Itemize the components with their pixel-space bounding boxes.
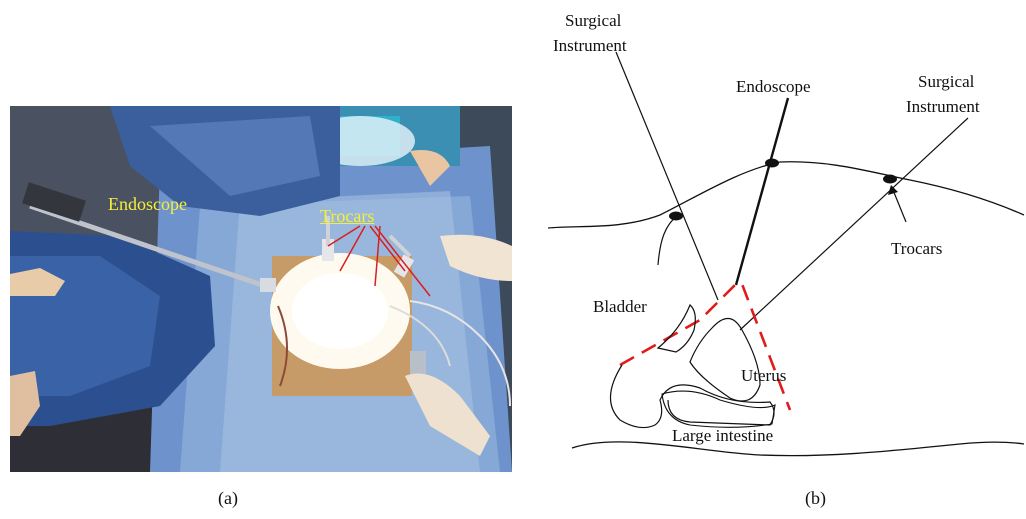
label-surgical-instrument-left-1: Surgical [565,11,622,30]
label-trocars: Trocars [891,239,942,258]
endoscope-label-photo: Endoscope [108,194,187,215]
trocar-right [883,175,897,184]
anatomy-diagram-drawing: Surgical Instrument Endoscope Surgical I… [545,0,1026,514]
label-surgical-instrument-left-2: Instrument [553,36,627,55]
label-surgical-instrument-right-2: Instrument [906,97,980,116]
anatomy-diagram: Surgical Instrument Endoscope Surgical I… [545,0,1026,514]
bladder-shape [658,305,695,352]
caption-a: (a) [218,488,238,509]
endoscope-line [736,98,788,285]
caption-b: (b) [805,488,826,509]
label-uterus: Uterus [741,366,786,385]
label-bladder: Bladder [593,297,647,316]
trocars-label-photo: Trocars [320,206,374,227]
abdominal-wall-line [548,162,1024,228]
surgical-instrument-left-line [616,52,718,300]
back-line [572,442,1024,456]
surgery-photo-drawing [10,106,512,472]
trocar-left [669,212,683,221]
label-endoscope: Endoscope [736,77,811,96]
trocar-middle [765,159,779,168]
abdominal-wall-inner [658,215,678,265]
label-surgical-instrument-right-1: Surgical [918,72,975,91]
label-large-intestine: Large intestine [672,426,773,445]
surgery-photo [10,106,512,472]
trocars-arrow [893,190,906,222]
